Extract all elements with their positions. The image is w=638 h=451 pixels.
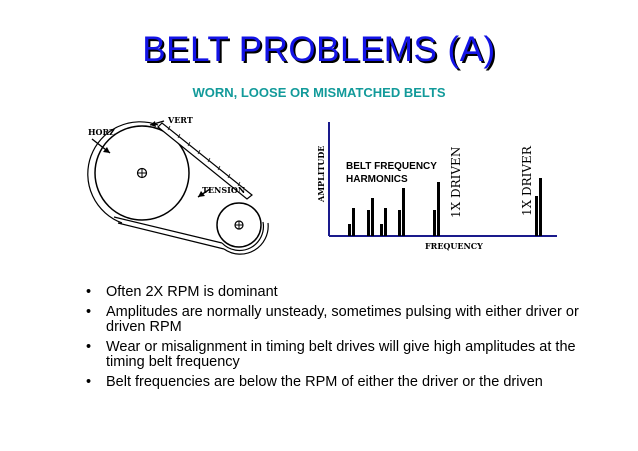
peak-2a bbox=[367, 210, 370, 236]
peak-2b bbox=[371, 198, 374, 236]
peak-4b bbox=[402, 188, 405, 236]
belt-lower bbox=[113, 216, 225, 250]
belt-frequency-label-line2: HARMONICS bbox=[346, 174, 408, 185]
peak-3b bbox=[384, 208, 387, 236]
x-axis-label: FREQUENCY bbox=[425, 241, 483, 251]
bullet-item: •Belt frequencies are below the RPM of e… bbox=[86, 373, 543, 390]
driven-label: 1X DRIVEN bbox=[449, 147, 463, 218]
bullet-item: •Wear or misalignment in timing belt dri… bbox=[86, 338, 576, 370]
peak-1a bbox=[348, 224, 351, 236]
peak-driver-b bbox=[539, 178, 542, 236]
peak-driver-a bbox=[535, 196, 538, 236]
slide-subtitle: WORN, LOOSE OR MISMATCHED BELTS bbox=[192, 85, 446, 100]
horz-label: HORZ bbox=[88, 127, 115, 137]
peak-1b bbox=[352, 208, 355, 236]
peak-driven-b bbox=[437, 182, 440, 236]
peak-3a bbox=[380, 224, 383, 236]
belt-wrap bbox=[87, 121, 159, 224]
bullet-item: •Amplitudes are normally unsteady, somet… bbox=[86, 303, 579, 335]
spectrum-plot: AMPLITUDE FREQUENCY 1X DRIVEN 1X DRIVER bbox=[316, 122, 557, 251]
driver-label: 1X DRIVER bbox=[520, 145, 534, 216]
slide-title: BELT PROBLEMS (A) bbox=[142, 30, 496, 69]
belt-frequency-label: BELT FREQUENCY HARMONICS bbox=[346, 160, 437, 186]
vert-label: VERT bbox=[167, 115, 193, 125]
pulley-diagram: HORZ VERT TENSION bbox=[87, 115, 269, 255]
bullet-item: •Often 2X RPM is dominant bbox=[86, 284, 278, 300]
peak-4a bbox=[398, 210, 401, 236]
peak-driven-a bbox=[433, 210, 436, 236]
belt-frequency-label-line1: BELT FREQUENCY bbox=[346, 161, 437, 172]
bullet-list: •Often 2X RPM is dominant •Amplitudes ar… bbox=[86, 284, 606, 390]
driven-pulley bbox=[216, 202, 262, 248]
y-axis-label: AMPLITUDE bbox=[316, 146, 326, 203]
belt-upper bbox=[157, 122, 253, 200]
tension-label: TENSION bbox=[202, 185, 245, 195]
driver-pulley bbox=[94, 125, 190, 221]
